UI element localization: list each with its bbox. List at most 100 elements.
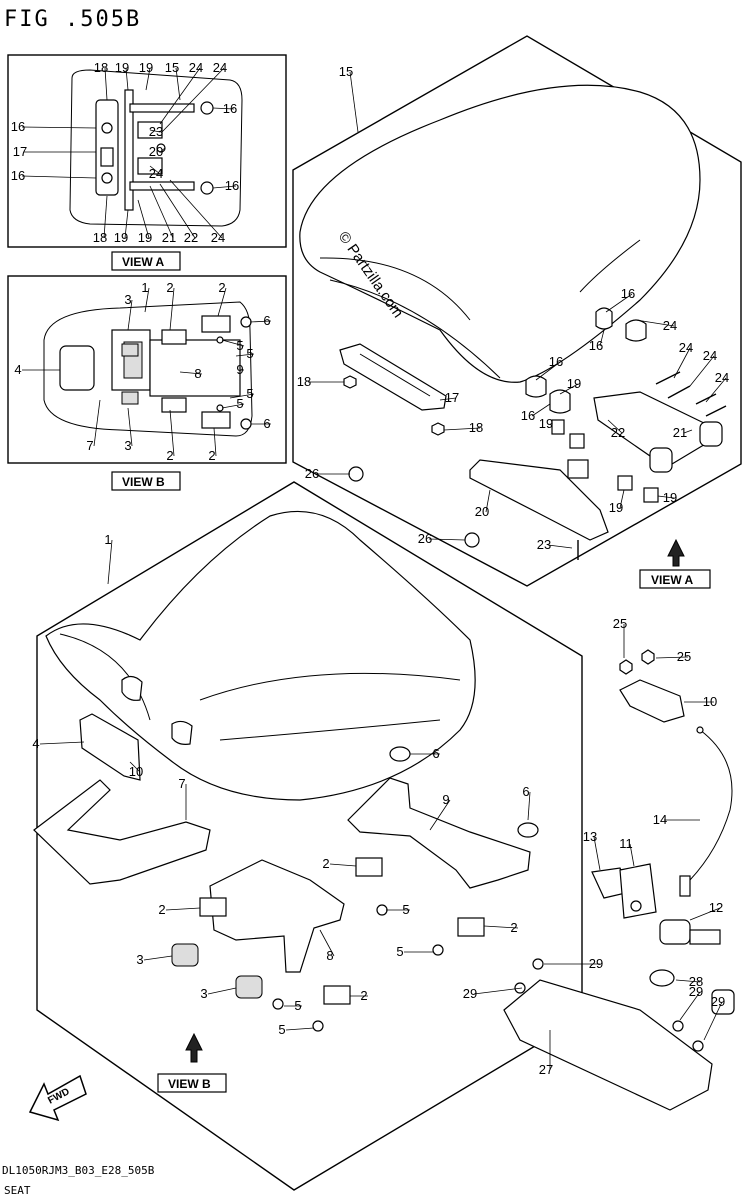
leader-line bbox=[629, 843, 635, 867]
inset-view-b bbox=[7, 275, 287, 464]
leader-line bbox=[549, 423, 553, 427]
callout-number: 29 bbox=[711, 994, 725, 1009]
callout-number: 4 bbox=[32, 736, 39, 751]
leader-line bbox=[149, 165, 161, 175]
callout-number: 5 bbox=[278, 1022, 285, 1037]
callout-number: 25 bbox=[613, 616, 627, 631]
view-a-arrow-icon bbox=[667, 538, 685, 567]
leader-line bbox=[221, 339, 245, 347]
leader-line bbox=[527, 791, 531, 821]
view-a-inset-box bbox=[111, 251, 181, 271]
callout-number: 18 bbox=[469, 420, 483, 435]
callout-number: 9 bbox=[236, 362, 243, 377]
leader-line bbox=[535, 361, 561, 381]
leader-line bbox=[169, 409, 175, 457]
view-b-arrow-icon bbox=[185, 1032, 203, 1063]
leader-line bbox=[689, 355, 715, 387]
leader-line bbox=[547, 544, 573, 549]
callout-number: 24 bbox=[663, 318, 677, 333]
callout-number: 5 bbox=[396, 944, 403, 959]
leader-line bbox=[144, 287, 150, 313]
leader-line bbox=[159, 147, 166, 153]
leader-lines bbox=[21, 67, 727, 1070]
leader-line bbox=[213, 427, 217, 457]
leader-line bbox=[169, 287, 175, 331]
leader-line bbox=[485, 489, 491, 513]
drawing-caption: SEAT bbox=[4, 1184, 31, 1197]
leader-line bbox=[124, 209, 129, 239]
callout-number: 10 bbox=[703, 694, 717, 709]
callout-number: 14 bbox=[653, 812, 667, 827]
callout-number: 24 bbox=[703, 348, 717, 363]
leader-line bbox=[619, 489, 625, 509]
leader-line bbox=[159, 183, 196, 239]
callout-number: 2 bbox=[510, 920, 517, 935]
leader-line bbox=[125, 67, 129, 91]
callout-number: 19 bbox=[138, 230, 152, 245]
leader-line bbox=[249, 320, 272, 323]
callout-number: 3 bbox=[136, 952, 143, 967]
callout-number: 2 bbox=[218, 280, 225, 295]
callout-number: 26 bbox=[305, 466, 319, 481]
lock-assembly bbox=[503, 649, 735, 1111]
leader-line bbox=[657, 495, 675, 499]
leader-line bbox=[705, 377, 727, 403]
view-a-main-box bbox=[639, 569, 711, 589]
leader-line bbox=[599, 329, 605, 347]
leader-line bbox=[439, 397, 457, 401]
callout-number: 26 bbox=[418, 531, 432, 546]
callout-number: 5 bbox=[236, 338, 243, 353]
leader-line bbox=[443, 427, 481, 431]
callout-number: 19 bbox=[115, 60, 129, 75]
callout-number: 29 bbox=[463, 986, 477, 1001]
callout-number: 11 bbox=[619, 836, 633, 851]
callout-number: 15 bbox=[165, 60, 179, 75]
leader-line bbox=[429, 799, 451, 831]
callout-number: 28 bbox=[689, 974, 703, 989]
callout-number: 6 bbox=[522, 784, 529, 799]
callout-number: 19 bbox=[539, 416, 553, 431]
leader-line bbox=[161, 67, 225, 133]
callout-number: 3 bbox=[200, 986, 207, 1001]
callout-number: 16 bbox=[11, 119, 25, 134]
callout-number: 29 bbox=[589, 956, 603, 971]
main-seat-group bbox=[33, 481, 583, 1191]
view-b-main-label: VIEW B bbox=[168, 1077, 211, 1091]
leader-line bbox=[285, 1027, 315, 1031]
leader-line bbox=[104, 67, 108, 101]
callout-number: 27 bbox=[539, 1062, 553, 1077]
leader-line bbox=[169, 179, 223, 239]
leader-line bbox=[21, 175, 97, 179]
callout-number: 16 bbox=[549, 354, 563, 369]
leader-line bbox=[212, 185, 237, 189]
callout-number: 5 bbox=[236, 396, 243, 411]
leader-line bbox=[207, 987, 237, 995]
callout-number: 6 bbox=[432, 746, 439, 761]
leader-line bbox=[39, 741, 85, 745]
callout-number: 21 bbox=[162, 230, 176, 245]
leader-line bbox=[675, 979, 701, 983]
leader-line bbox=[593, 836, 601, 871]
callout-number: 16 bbox=[223, 101, 237, 116]
callout-number: 2 bbox=[322, 856, 329, 871]
leader-line bbox=[143, 955, 173, 961]
view-b-main-box bbox=[157, 1073, 227, 1093]
callout-number: 1 bbox=[141, 280, 148, 295]
callout-number: 18 bbox=[297, 374, 311, 389]
leader-line bbox=[21, 126, 97, 129]
view-a-inset-label: VIEW A bbox=[122, 255, 165, 269]
drawing-code: DL1050RJM3_B03_E28_505B bbox=[2, 1164, 155, 1177]
leader-line bbox=[127, 407, 133, 447]
callout-number: 7 bbox=[86, 438, 93, 453]
rear-seat-group bbox=[292, 35, 742, 587]
callout-number: 22 bbox=[611, 425, 625, 440]
leader-line bbox=[428, 538, 466, 541]
leader-line bbox=[689, 907, 721, 921]
callout-number: 21 bbox=[673, 425, 687, 440]
leader-line bbox=[129, 761, 141, 773]
leader-line bbox=[175, 67, 181, 101]
callout-number: 10 bbox=[129, 764, 143, 779]
callout-number: 18 bbox=[94, 60, 108, 75]
figure-title: FIG .505B bbox=[4, 7, 141, 32]
